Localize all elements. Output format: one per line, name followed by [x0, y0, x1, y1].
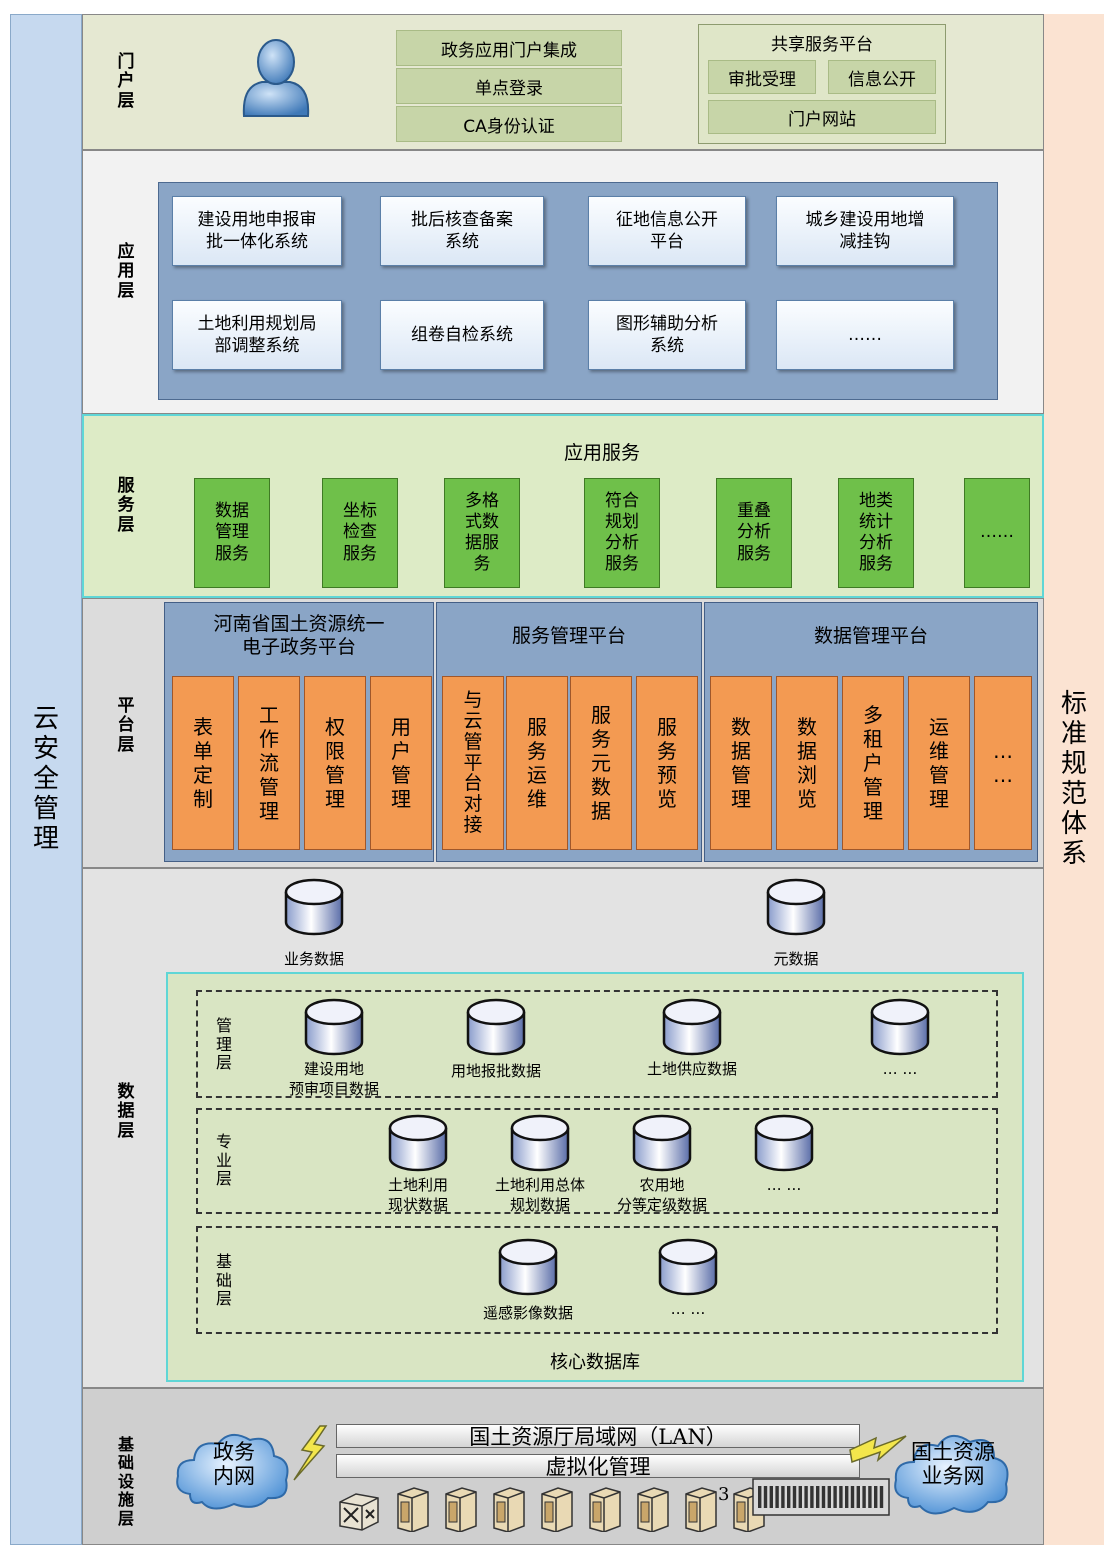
service-layer-label: 服务层 — [117, 475, 135, 535]
farmland-grading-database-icon — [632, 1114, 692, 1172]
platform-group-data-title: 数据管理平台 — [813, 624, 928, 647]
server-icon — [589, 1487, 621, 1532]
land-approval-database-icon — [466, 998, 526, 1056]
platform-item-data-browse: 数据浏览 — [776, 676, 838, 850]
app-system-7: 图形辅助分析 系统 — [588, 300, 746, 370]
platform-item-more: …… — [974, 676, 1032, 850]
land-use-status-database-icon — [388, 1114, 448, 1172]
shared-service-title: 共享服务平台 — [771, 35, 873, 55]
infrastructure-layer-label: 基础设施层 — [117, 1435, 134, 1528]
share-item-approval: 审批受理 — [708, 60, 816, 94]
server-icon — [445, 1487, 477, 1532]
management-sublayer-label: 管理层 — [215, 1016, 232, 1073]
platform-item-data-mgmt: 数据管理 — [710, 676, 772, 850]
platform-item-multitenant: 多租户管理 — [842, 676, 904, 850]
management-more-database-icon — [870, 998, 930, 1056]
core-database-title: 核心数据库 — [550, 1352, 640, 1373]
land-use-plan-label: 土地利用总体 规划数据 — [494, 1176, 585, 1214]
platform-layer-label: 平台层 — [117, 695, 135, 755]
land-use-status-label: 土地利用 现状数据 — [387, 1176, 448, 1214]
platform-item-permission: 权限管理 — [304, 676, 366, 850]
cloud-security-label: 云安全管理 — [32, 704, 59, 854]
service-box-6: 地类 统计 分析 服务 — [838, 478, 914, 588]
app-system-more: …… — [776, 300, 954, 370]
data-layer-label: 数据层 — [117, 1081, 135, 1141]
app-system-1: 建设用地申报审 批一体化系统 — [172, 196, 342, 266]
application-layer-label: 应用层 — [117, 241, 135, 301]
server-icon — [493, 1487, 525, 1532]
land-supply-database-icon — [662, 998, 722, 1056]
gov-intranet-label: 政务 内网 — [213, 1440, 255, 1489]
lan-bar: 国土资源厅局域网（LAN） — [336, 1424, 860, 1449]
server-icon — [397, 1487, 429, 1532]
land-business-net-cloud-icon — [894, 1435, 1009, 1515]
service-box-5: 重叠 分析 服务 — [716, 478, 792, 588]
professional-more-database-icon — [754, 1114, 814, 1172]
construction-land-label: 建设用地 预审项目数据 — [288, 1060, 379, 1098]
professional-more-label: … … — [766, 1176, 802, 1194]
professional-sublayer-label: 专业层 — [215, 1132, 232, 1189]
standards-label: 标准规范体系 — [1060, 689, 1087, 869]
remote-sensing-label: 遥感影像数据 — [482, 1304, 573, 1322]
left-lightning-icon — [293, 1425, 328, 1481]
app-system-5: 土地利用规划局 部调整系统 — [172, 300, 342, 370]
user-icon — [242, 39, 310, 117]
share-item-portal-site: 门户网站 — [708, 100, 936, 134]
gov-intranet-cloud-icon — [176, 1433, 289, 1510]
platform-item-form: 表单定制 — [172, 676, 234, 850]
service-box-2: 坐标 检查 服务 — [322, 478, 398, 588]
share-item-disclosure: 信息公开 — [828, 60, 936, 94]
remote-sensing-database-icon — [498, 1238, 558, 1296]
virtualization-bar: 虚拟化管理 — [336, 1454, 860, 1479]
platform-group-service-title: 服务管理平台 — [511, 624, 626, 647]
base-sublayer — [196, 1226, 998, 1334]
single-sign-on-bar: 单点登录 — [396, 68, 622, 104]
service-box-more: …… — [964, 478, 1030, 588]
base-more-database-icon — [658, 1238, 718, 1296]
service-title: 应用服务 — [563, 442, 640, 464]
portal-layer-label: 门户层 — [117, 51, 135, 111]
platform-item-ops: 运维管理 — [908, 676, 970, 850]
construction-land-database-icon — [304, 998, 364, 1056]
app-system-4: 城乡建设用地增 减挂钩 — [776, 196, 954, 266]
metadata-label: 元数据 — [773, 950, 819, 968]
right-lightning-icon — [849, 1435, 907, 1464]
service-box-1: 数据 管理 服务 — [194, 478, 270, 588]
base-more-label: … … — [670, 1300, 706, 1318]
app-system-3: 征地信息公开 平台 — [588, 196, 746, 266]
platform-group-egov-title: 河南省国土资源统一 电子政务平台 — [213, 613, 385, 658]
app-system-2: 批后核查备案 系统 — [380, 196, 544, 266]
portal-integration-bar: 政务应用门户集成 — [396, 30, 622, 66]
land-business-net-label: 国土资源 业务网 — [911, 1440, 995, 1489]
service-box-3: 多格 式数 据服 务 — [444, 478, 520, 588]
land-approval-label: 用地报批数据 — [450, 1062, 541, 1080]
service-box-4: 符合 规划 分析 服务 — [584, 478, 660, 588]
switch-icon — [339, 1493, 379, 1531]
management-sublayer — [196, 990, 998, 1098]
platform-item-service-ops: 服务运维 — [506, 676, 568, 850]
standards-pillar — [1044, 14, 1104, 1545]
land-use-plan-database-icon — [510, 1114, 570, 1172]
professional-sublayer — [196, 1108, 998, 1214]
land-supply-label: 土地供应数据 — [646, 1060, 737, 1078]
app-system-6: 组卷自检系统 — [380, 300, 544, 370]
platform-item-cloud-dock: 与云管平台对接 — [442, 676, 504, 850]
metadata-database-icon — [766, 878, 826, 936]
management-more-label: … … — [882, 1060, 918, 1078]
server-icon — [637, 1487, 669, 1532]
server-icon — [541, 1487, 573, 1532]
cloud-security-pillar — [10, 14, 82, 1545]
platform-item-user: 用户管理 — [370, 676, 432, 850]
base-sublayer-label: 基础层 — [215, 1252, 232, 1309]
platform-item-service-preview: 服务预览 — [636, 676, 698, 850]
business-data-label: 业务数据 — [283, 950, 344, 968]
farmland-grading-label: 农用地 分等定级数据 — [616, 1176, 707, 1214]
page-number: 3 — [718, 1484, 730, 1505]
platform-item-service-meta: 服务元数据 — [570, 676, 632, 850]
platform-item-workflow: 工作流管理 — [238, 676, 300, 850]
server-icon — [685, 1487, 717, 1532]
storage-array-icon — [752, 1478, 890, 1516]
business-data-database-icon — [284, 878, 344, 936]
ca-auth-bar: CA身份认证 — [396, 106, 622, 142]
